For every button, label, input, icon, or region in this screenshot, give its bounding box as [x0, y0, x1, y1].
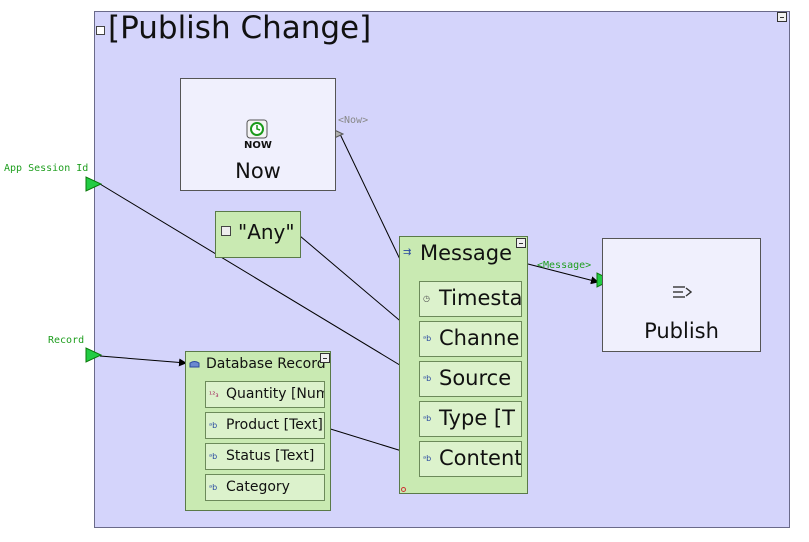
clock-icon: [246, 119, 268, 139]
any-constant-label: "Any": [238, 220, 295, 244]
publish-icon: [672, 284, 692, 300]
canvas-collapse-button[interactable]: [777, 12, 787, 22]
text-type-icon: ᵃb: [209, 452, 218, 461]
now-output-label: <Now>: [338, 115, 369, 126]
text-type-icon: ᵃb: [423, 414, 432, 423]
input-label-record: Record: [48, 335, 85, 346]
message-field-label: Timesta: [439, 286, 522, 310]
db-field-product[interactable]: ᵃb Product [Text]: [205, 412, 325, 439]
now-node[interactable]: NOW Now: [180, 78, 336, 191]
now-icon-caption: NOW: [244, 140, 272, 151]
text-type-icon: ᵃb: [423, 334, 432, 343]
message-field-label: Source: [439, 366, 512, 390]
message-output-label: <Message>: [537, 260, 592, 271]
connector-message-publish: [527, 263, 599, 285]
db-field-label: Category: [226, 479, 290, 495]
time-type-icon: ◷: [423, 294, 430, 303]
database-icon: [189, 360, 200, 368]
constant-icon: [221, 226, 231, 236]
port-app-session: [85, 176, 103, 192]
publish-node[interactable]: Publish: [602, 238, 761, 352]
message-field-label: Type [T: [439, 406, 515, 430]
db-field-label: Product [Text]: [226, 417, 323, 433]
db-field-label: Status [Text]: [226, 448, 315, 464]
number-type-icon: ¹²₃: [209, 390, 219, 399]
text-type-icon: ᵃb: [423, 454, 432, 463]
connector-record-db: [99, 355, 187, 367]
message-field-channel[interactable]: ᵃb Channe: [419, 321, 522, 357]
text-type-icon: ᵃb: [423, 374, 432, 383]
message-field-content[interactable]: ᵃb Content: [419, 441, 522, 477]
text-type-icon: ᵃb: [209, 483, 218, 492]
port-record: [85, 347, 103, 363]
text-type-icon: ᵃb: [209, 421, 218, 430]
database-record-title: Database Record: [206, 356, 326, 372]
any-constant-node[interactable]: "Any": [215, 211, 301, 258]
message-collapse-button[interactable]: [516, 238, 526, 248]
db-field-quantity[interactable]: ¹²₃ Quantity [Num: [205, 381, 325, 408]
container-icon: [96, 26, 105, 35]
message-field-source[interactable]: ᵃb Source: [419, 361, 522, 397]
message-title: Message: [420, 241, 513, 265]
diagram-title: [Publish Change]: [108, 10, 372, 46]
connector-session-source: [99, 183, 419, 377]
error-indicator-icon: [401, 487, 406, 492]
database-record-node[interactable]: Database Record ¹²₃ Quantity [Num ᵃb Pro…: [185, 351, 331, 511]
structure-icon: ⇉: [403, 247, 412, 258]
now-node-label: Now: [235, 159, 281, 183]
message-field-timestamp[interactable]: ◷ Timesta: [419, 281, 522, 317]
message-field-type[interactable]: ᵃb Type [T: [419, 401, 522, 437]
publish-node-label: Publish: [644, 319, 719, 343]
input-label-app-session: App Session Id: [4, 163, 89, 174]
connector-any-channel: [299, 235, 419, 337]
message-field-label: Content: [439, 446, 522, 470]
message-node[interactable]: ⇉ Message ◷ Timesta ᵃb Channe ᵃb Source …: [399, 236, 528, 494]
db-collapse-button[interactable]: [320, 353, 330, 363]
message-field-label: Channe: [439, 326, 520, 350]
db-field-status[interactable]: ᵃb Status [Text]: [205, 443, 325, 470]
db-field-label: Quantity [Num: [226, 386, 325, 402]
db-field-category[interactable]: ᵃb Category: [205, 474, 325, 501]
